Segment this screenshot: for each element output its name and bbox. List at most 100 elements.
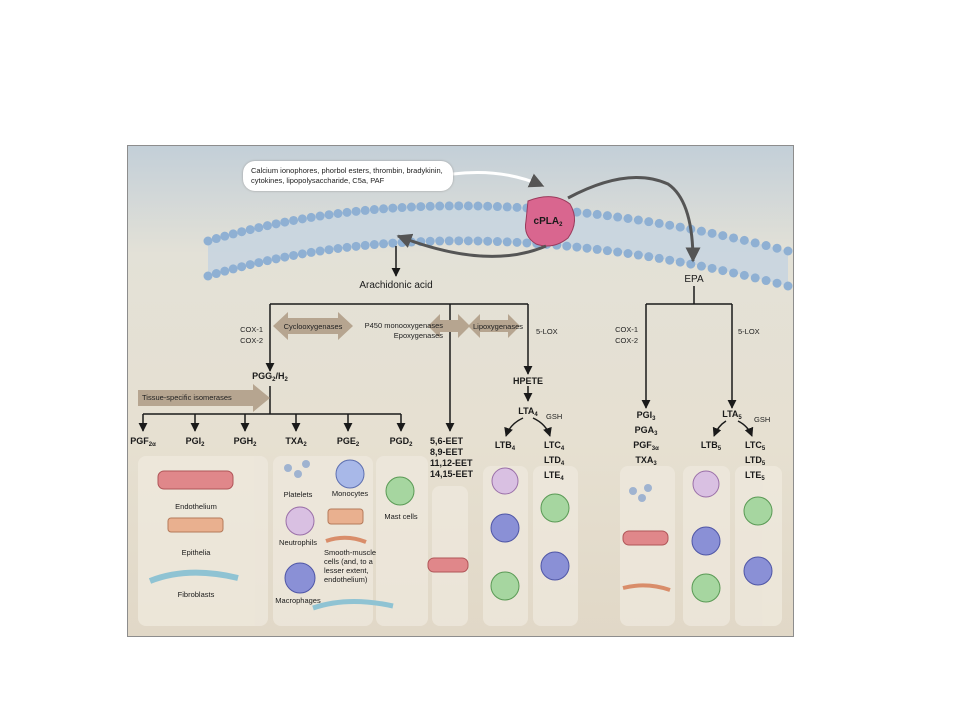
cyclooxygenases-label: Cyclooxygenases xyxy=(283,322,343,331)
membrane-head xyxy=(675,222,685,232)
smooth-muscle-line-4: endothelium) xyxy=(324,575,368,584)
membrane-head xyxy=(237,262,247,272)
membrane-head xyxy=(342,242,352,252)
cox-right-2: COX-2 xyxy=(615,336,638,345)
membrane-head xyxy=(512,202,522,212)
membrane-head xyxy=(245,225,255,235)
neutrophils-label: Neutrophils xyxy=(279,538,317,547)
membrane-head xyxy=(435,236,445,246)
membrane-head xyxy=(211,234,221,244)
membrane-head xyxy=(289,250,299,260)
membrane-head xyxy=(729,233,739,243)
membrane-head xyxy=(289,215,299,225)
product-pgf2a: PGF2α xyxy=(130,436,156,448)
membrane-head xyxy=(369,240,379,250)
eet-8-9: 8,9-EET xyxy=(430,447,464,457)
membrane-head xyxy=(237,227,247,237)
membrane-head xyxy=(351,241,361,251)
membrane-head xyxy=(502,237,512,247)
lta5-label: LTA5 xyxy=(722,409,742,421)
cox-left-2: COX-2 xyxy=(240,336,263,345)
membrane-head xyxy=(665,255,675,265)
product-pge2: PGE2 xyxy=(336,436,360,448)
ltc4-label: LTC4 xyxy=(544,440,565,452)
ltb5-label: LTB5 xyxy=(700,440,722,452)
membrane-head xyxy=(602,246,612,256)
membrane-head xyxy=(783,246,793,256)
membrane-head xyxy=(463,236,473,246)
membrane-head xyxy=(228,264,238,274)
gsh-right-label: GSH xyxy=(754,415,771,424)
membrane-head xyxy=(228,229,238,239)
membrane-heads-inner xyxy=(203,236,793,291)
membrane-head xyxy=(582,243,592,253)
membrane-head xyxy=(306,212,316,222)
membrane-head xyxy=(582,208,592,218)
membrane-head xyxy=(750,273,760,283)
membrane-head xyxy=(783,281,793,291)
membrane-head xyxy=(483,201,493,211)
membrane-head xyxy=(592,209,602,219)
membrane-head xyxy=(297,214,307,224)
product-pgh2: PGH2 xyxy=(233,436,257,448)
membrane-head xyxy=(644,217,654,227)
membrane-head xyxy=(297,249,307,259)
membrane-head xyxy=(473,201,483,211)
membrane-head xyxy=(435,201,445,211)
membrane-head xyxy=(397,203,407,213)
membrane-head xyxy=(280,217,290,227)
epa-release-arrow xyxy=(567,176,701,263)
membrane-head xyxy=(654,218,664,228)
membrane-head xyxy=(333,209,343,218)
membrane-head xyxy=(280,252,290,262)
product-pgd2: PGD2 xyxy=(389,436,413,448)
hpete-label: HPETE xyxy=(512,376,544,386)
membrane-head xyxy=(592,244,602,254)
mast-cells-label: Mast cells xyxy=(384,512,418,521)
5-lox-right-label: 5-LOX xyxy=(738,327,760,336)
cell-membrane xyxy=(203,201,793,291)
membrane-head xyxy=(623,249,633,258)
lta4-label: LTA4 xyxy=(518,406,538,418)
membrane-head xyxy=(512,237,522,247)
lipoxygenases-label: Lipoxygenases xyxy=(472,322,524,331)
membrane-head xyxy=(360,240,370,250)
membrane-head xyxy=(379,239,389,249)
cox-left-1: COX-1 xyxy=(240,325,263,334)
membrane-head xyxy=(633,215,643,225)
membrane-head xyxy=(654,253,664,263)
pgg2-h2-label: PGG2/H2 xyxy=(252,371,288,383)
p450-label: P450 monooxygenases xyxy=(364,321,443,330)
eet-list: 5,6-EET 8,9-EET 11,12-EET 14,15-EET xyxy=(430,436,473,480)
lte4-label: LTE4 xyxy=(544,470,564,482)
membrane-head xyxy=(696,226,706,236)
membrane-head xyxy=(562,241,572,251)
gsh-left-label: GSH xyxy=(546,412,563,421)
lte5-label: LTE5 xyxy=(745,470,765,482)
membrane-head xyxy=(602,211,612,221)
membrane-head xyxy=(262,256,272,266)
membrane-head xyxy=(718,266,728,276)
txa3-label: TXA3 xyxy=(635,455,657,467)
eet-11-12: 11,12-EET xyxy=(430,458,473,468)
membrane-head xyxy=(454,201,464,211)
membrane-head xyxy=(203,271,213,281)
membrane-head xyxy=(572,207,582,217)
membrane-head xyxy=(696,261,706,271)
membrane-head xyxy=(324,245,334,255)
ltc4-group: LTC4 LTD4 LTE4 xyxy=(544,440,564,485)
membrane-head xyxy=(502,202,512,212)
membrane-head xyxy=(315,211,325,221)
epoxygenases-label: Epoxygenases xyxy=(393,331,443,340)
membrane-head xyxy=(388,203,398,213)
arachidonic-acid-label: Arachidonic acid xyxy=(359,280,433,291)
smooth-muscle-line-1: Smooth-muscle xyxy=(324,548,377,557)
stimuli-text: Calcium ionophores, phorbol esters, thro… xyxy=(251,166,443,185)
membrane-head xyxy=(379,204,389,214)
pgf3a-label: PGF3α xyxy=(633,440,659,452)
membrane-head xyxy=(254,258,264,268)
membrane-head xyxy=(360,205,370,215)
membrane-head xyxy=(633,250,643,260)
membrane-head xyxy=(729,268,739,278)
ltc5-label: LTC5 xyxy=(745,440,766,452)
